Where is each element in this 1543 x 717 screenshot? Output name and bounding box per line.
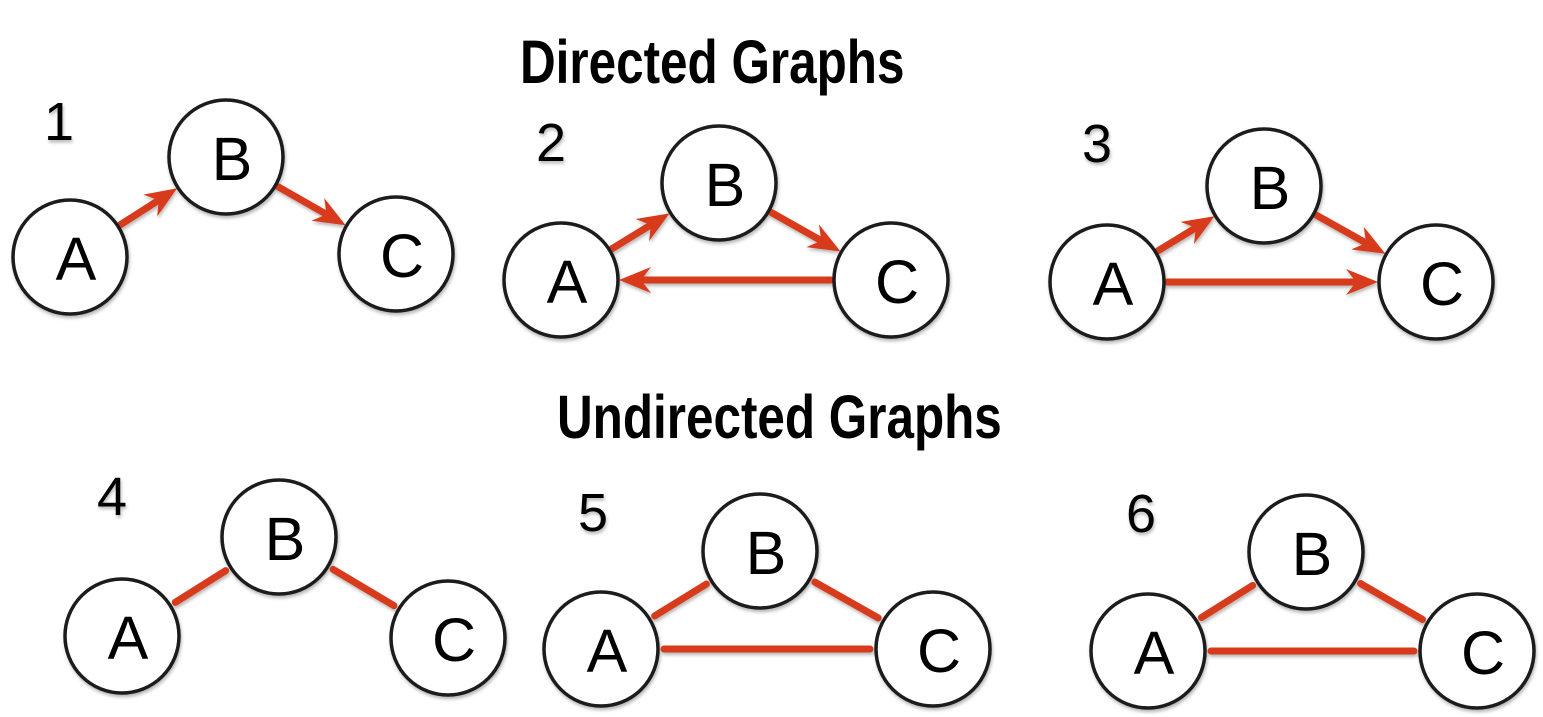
edge-line [1357, 580, 1426, 623]
edge-line [767, 208, 825, 245]
edge-arrowhead [143, 188, 178, 217]
edge-arrowhead [619, 267, 651, 293]
node-label: C [875, 248, 919, 316]
node-label: C [432, 606, 476, 674]
node-circle-C [389, 579, 507, 697]
node-circle-A [542, 590, 660, 708]
graph-2: A B C 2 [502, 113, 950, 339]
node-label: B [212, 125, 253, 193]
node-label: C [1461, 619, 1505, 687]
node-circle-C [832, 221, 950, 339]
graph-number: 6 [1126, 484, 1156, 544]
graph-number: 4 [97, 467, 127, 527]
node-circle-B [701, 492, 819, 610]
edge-arrowhead [635, 213, 670, 242]
node-circle-C [1418, 592, 1536, 710]
node-circle-B [1247, 493, 1365, 611]
node-circle-B [1205, 127, 1323, 245]
node-label: B [746, 519, 787, 587]
node-circle-B [167, 98, 285, 216]
node-label: A [56, 225, 97, 293]
section-title-undirected: Undirected Graphs [557, 383, 1002, 451]
node-label: A [108, 604, 149, 672]
node-label: B [705, 151, 746, 219]
edge-arrowhead [806, 224, 841, 252]
graph-number: 2 [536, 113, 566, 173]
node-circle-B [220, 478, 338, 596]
edge-line [274, 183, 331, 218]
node-circle-C [874, 590, 992, 708]
node-label: B [1292, 520, 1333, 588]
graph-number: 3 [1082, 114, 1112, 174]
edge-line [329, 565, 398, 610]
edge-line [651, 580, 710, 620]
edge-line [1154, 224, 1200, 255]
node-label: A [547, 248, 588, 316]
node-circle-A [11, 198, 129, 316]
node-circle-C [337, 195, 455, 313]
node-label: C [917, 617, 961, 685]
node-label: C [380, 222, 424, 290]
node-label: A [587, 617, 628, 685]
node-label: B [265, 505, 306, 573]
graph-1: A B C 1 [11, 92, 455, 316]
edge-line [117, 196, 163, 229]
node-label: B [1250, 154, 1291, 222]
edge-arrowhead [1346, 269, 1378, 295]
section-title-directed: Directed Graphs [520, 28, 905, 96]
node-circle-A [1048, 223, 1166, 341]
graph-number: 5 [578, 483, 608, 543]
edge-line [1312, 211, 1370, 247]
edge-line [1197, 581, 1257, 622]
graph-number: 1 [44, 92, 74, 152]
graph-5: A B C 5 [542, 483, 992, 708]
node-circle-A [502, 221, 620, 339]
edge-line [171, 567, 230, 606]
node-circle-A [63, 577, 181, 695]
graph-3: A B C 3 [1048, 114, 1495, 341]
node-circle-C [1377, 223, 1495, 341]
node-label: A [1093, 250, 1134, 318]
node-circle-B [660, 124, 778, 242]
node-label: A [1134, 619, 1175, 687]
node-circle-A [1089, 592, 1207, 710]
edge-arrowhead [311, 198, 346, 226]
graph-4: A B C 4 [63, 467, 507, 697]
edge-line [608, 221, 655, 253]
graph-6: A B C 6 [1089, 484, 1536, 710]
node-label: C [1420, 250, 1464, 318]
edge-line [811, 578, 882, 622]
edge-arrowhead [1180, 216, 1215, 245]
edge-arrowhead [1351, 226, 1386, 254]
